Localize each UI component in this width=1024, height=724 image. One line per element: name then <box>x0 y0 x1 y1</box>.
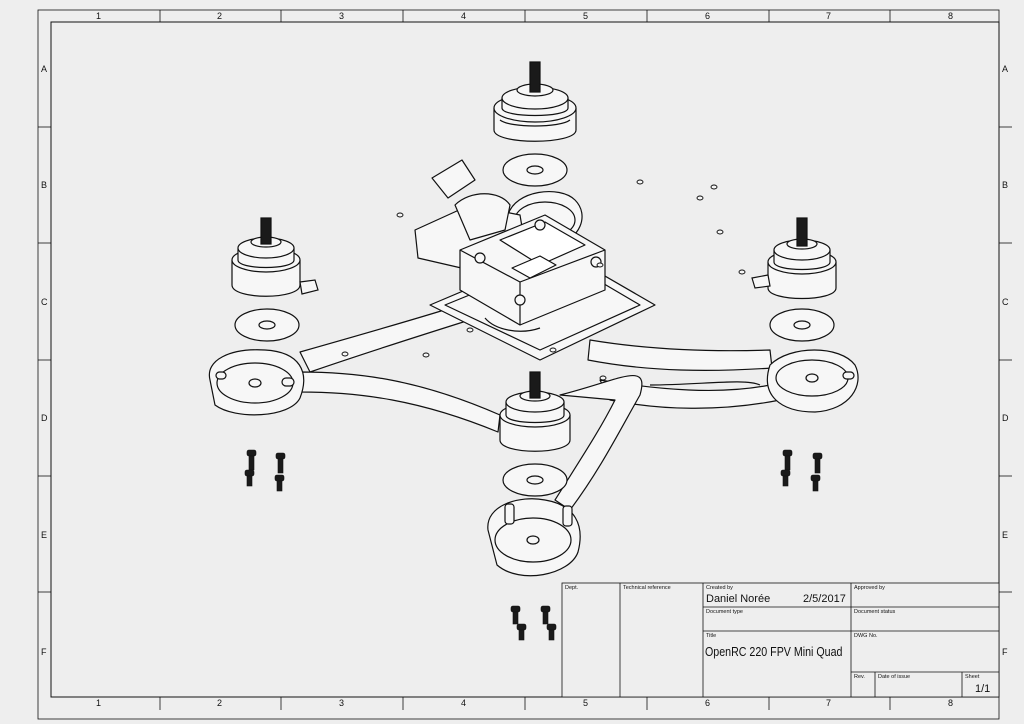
col-label-top-3: 3 <box>339 11 345 21</box>
col-label-top-5: 5 <box>583 11 589 21</box>
screws-left <box>244 449 286 492</box>
col-label-bottom-1: 1 <box>96 698 102 708</box>
col-label-bottom-6: 6 <box>705 698 711 708</box>
col-label-bottom-3: 3 <box>339 698 345 708</box>
col-label-bottom-8: 8 <box>948 698 954 708</box>
technical-reference-label: Technical reference <box>623 585 671 591</box>
row-label-right-d: D <box>1002 413 1009 423</box>
motor-left <box>231 217 319 297</box>
motor-front <box>499 371 571 452</box>
col-label-top-2: 2 <box>217 11 223 21</box>
motor-rear <box>493 61 577 142</box>
created-date-value: 2/5/2017 <box>803 593 846 605</box>
row-label-left-f: F <box>41 647 47 657</box>
row-label-right-f: F <box>1002 647 1008 657</box>
arm-front-left <box>299 371 501 433</box>
row-label-left-e: E <box>41 530 48 540</box>
row-label-left-a: A <box>41 64 48 74</box>
mount-pod-right <box>766 349 859 413</box>
document-type-label: Document type <box>706 609 743 615</box>
small-parts <box>341 179 746 381</box>
screws-right <box>780 449 823 492</box>
col-label-top-1: 1 <box>96 11 102 21</box>
screws-bottom <box>510 605 557 641</box>
dept-label: Dept. <box>565 585 579 591</box>
created-by-label: Created by <box>706 585 733 591</box>
motors <box>231 61 837 452</box>
created-by-value: Daniel Norée <box>706 593 771 605</box>
rev-label: Rev. <box>854 674 865 680</box>
arm-front-down <box>554 374 643 511</box>
col-label-bottom-5: 5 <box>583 698 589 708</box>
motor-right <box>751 217 837 300</box>
col-label-top-8: 8 <box>948 11 954 21</box>
approved-by-label: Approved by <box>854 585 885 591</box>
col-label-bottom-7: 7 <box>826 698 832 708</box>
col-label-top-6: 6 <box>705 11 711 21</box>
motor-plates <box>234 153 835 497</box>
sheet-value: 1/1 <box>975 683 991 695</box>
row-ticks <box>38 126 1012 593</box>
electronics-stack <box>414 159 606 332</box>
mount-pod-left <box>208 349 305 416</box>
column-ticks <box>159 10 891 710</box>
dwg-no-label: DWG No. <box>854 633 878 639</box>
title-block <box>561 582 1000 698</box>
date-of-issue-label: Date of issue <box>878 674 911 680</box>
row-label-left-b: B <box>41 180 48 190</box>
row-label-right-c: C <box>1002 297 1009 307</box>
row-label-left-d: D <box>41 413 48 423</box>
mount-pod-front <box>487 498 581 577</box>
title-label: Title <box>706 633 717 639</box>
row-label-right-a: A <box>1002 64 1009 74</box>
col-label-top-7: 7 <box>826 11 832 21</box>
col-label-bottom-4: 4 <box>461 698 467 708</box>
drawing-title: OpenRC 220 FPV Mini Quad <box>705 644 843 659</box>
col-label-top-4: 4 <box>461 11 467 21</box>
row-label-right-b: B <box>1002 180 1009 190</box>
document-status-label: Document status <box>854 609 896 615</box>
row-label-right-e: E <box>1002 530 1009 540</box>
row-label-left-c: C <box>41 297 48 307</box>
col-label-bottom-2: 2 <box>217 698 223 708</box>
screws <box>244 449 823 641</box>
sheet-label: Sheet <box>965 674 980 680</box>
